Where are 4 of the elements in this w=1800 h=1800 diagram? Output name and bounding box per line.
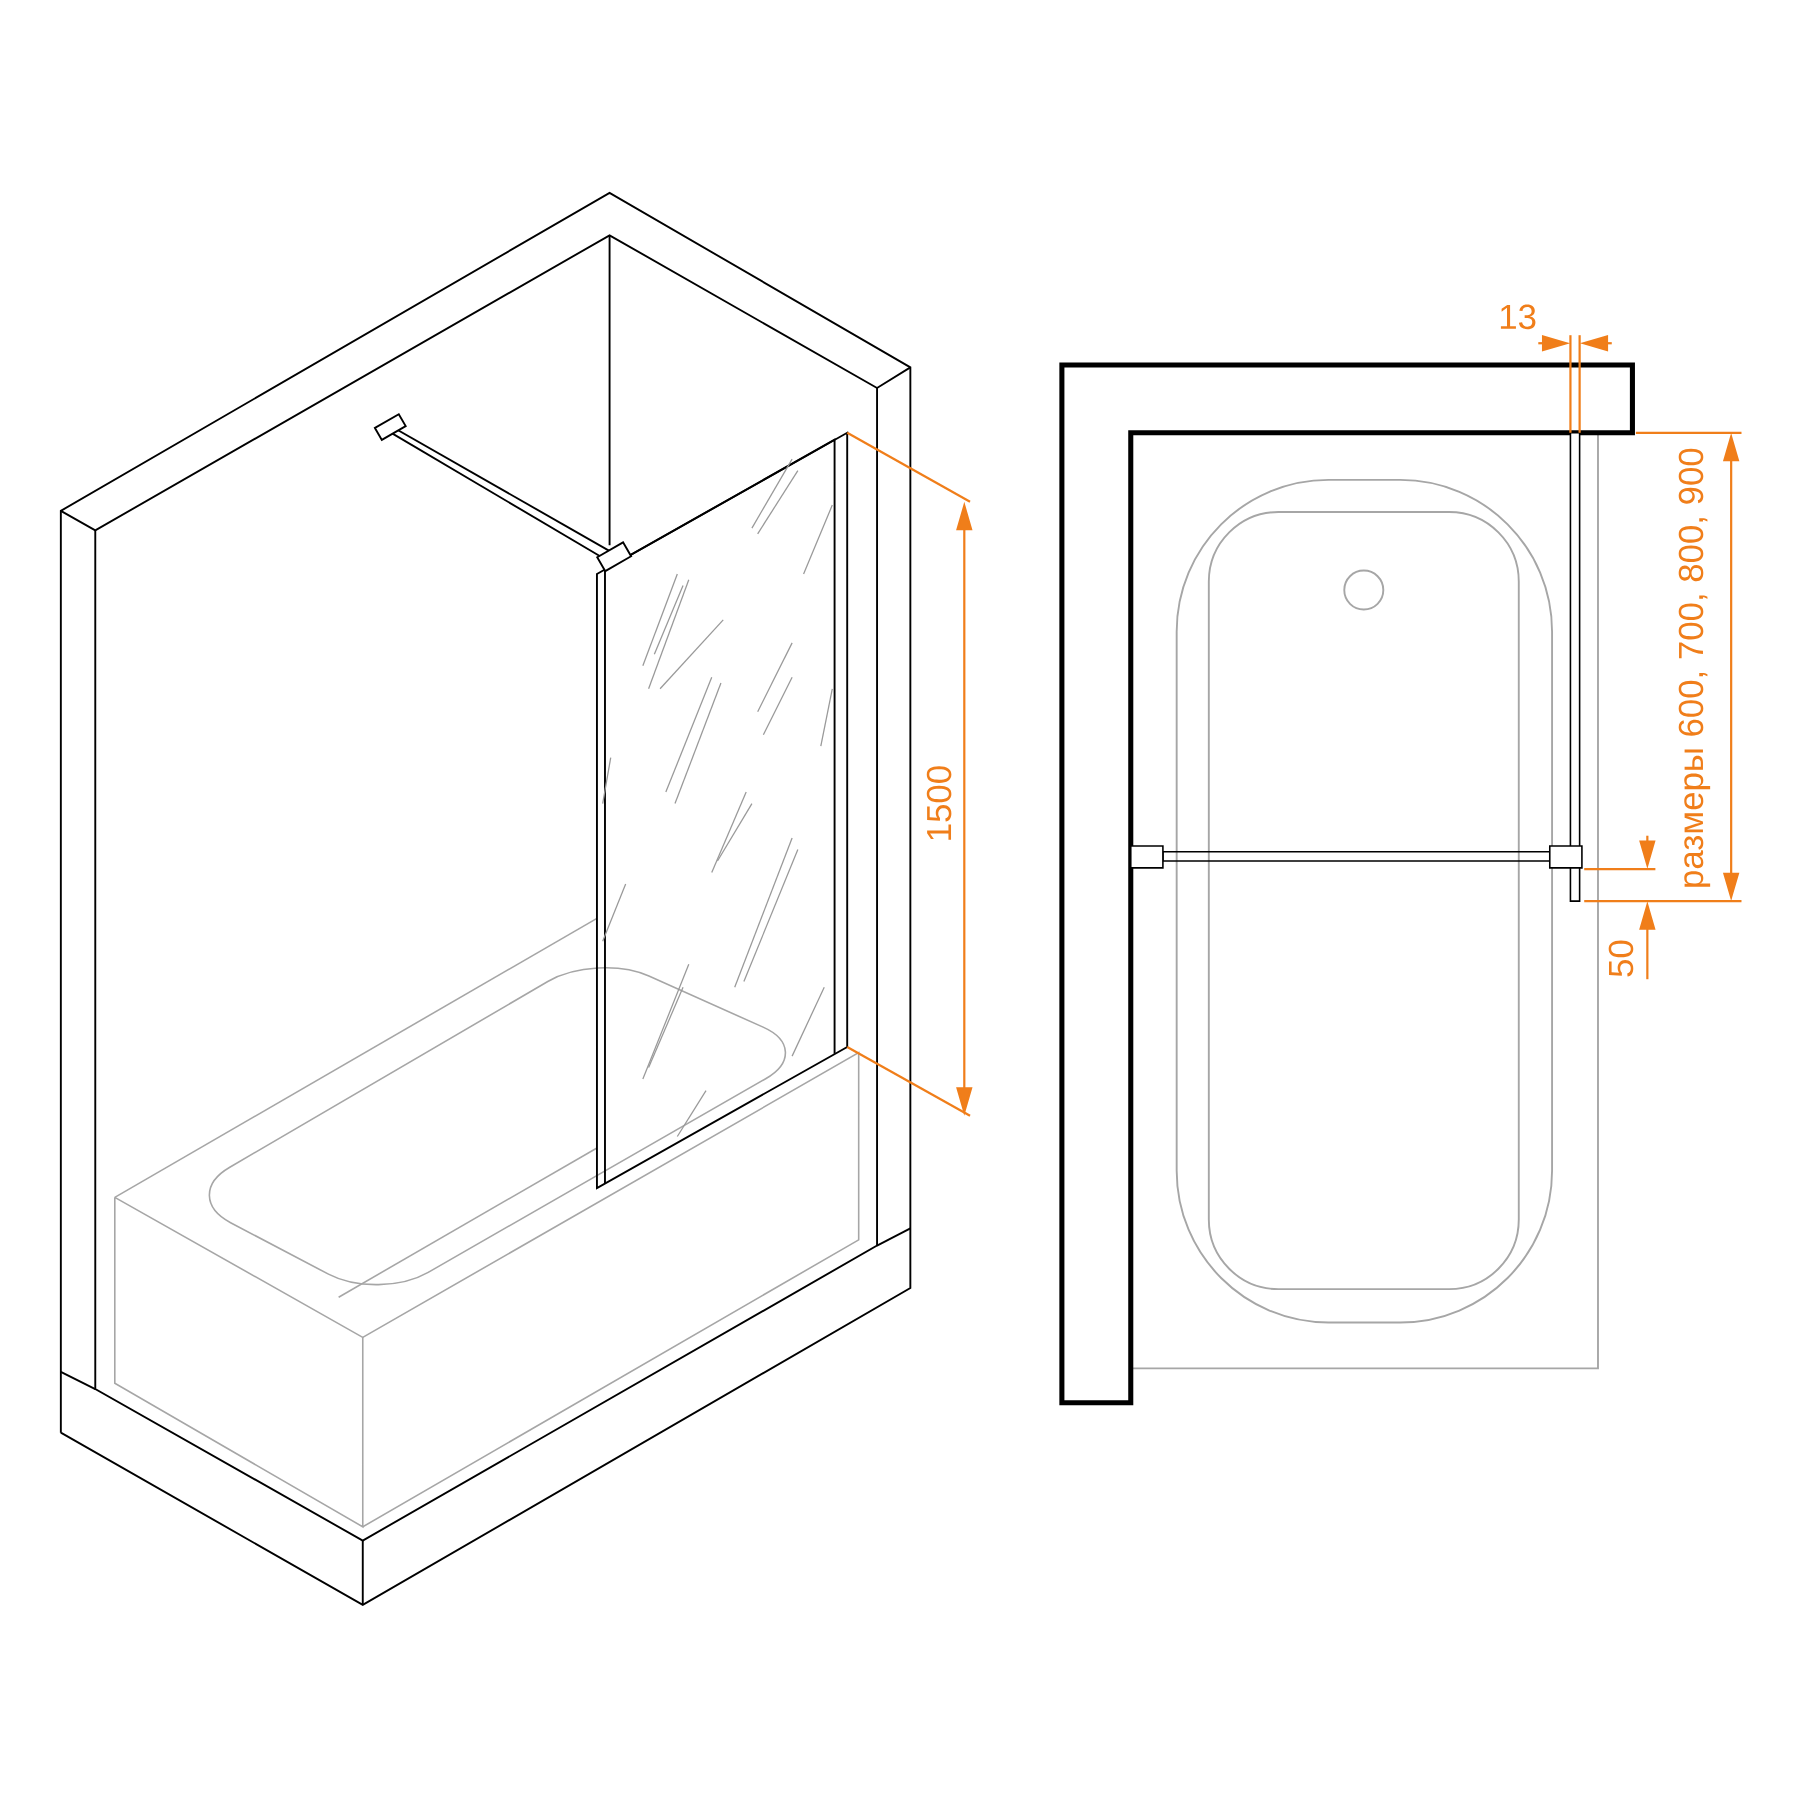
- dimension-label: размеры 600, 700, 800, 900: [1678, 448, 1711, 887]
- dimension-label: 13: [1500, 304, 1536, 330]
- dimension-label: 50: [1608, 940, 1634, 977]
- dimension-label: 1500: [926, 766, 952, 840]
